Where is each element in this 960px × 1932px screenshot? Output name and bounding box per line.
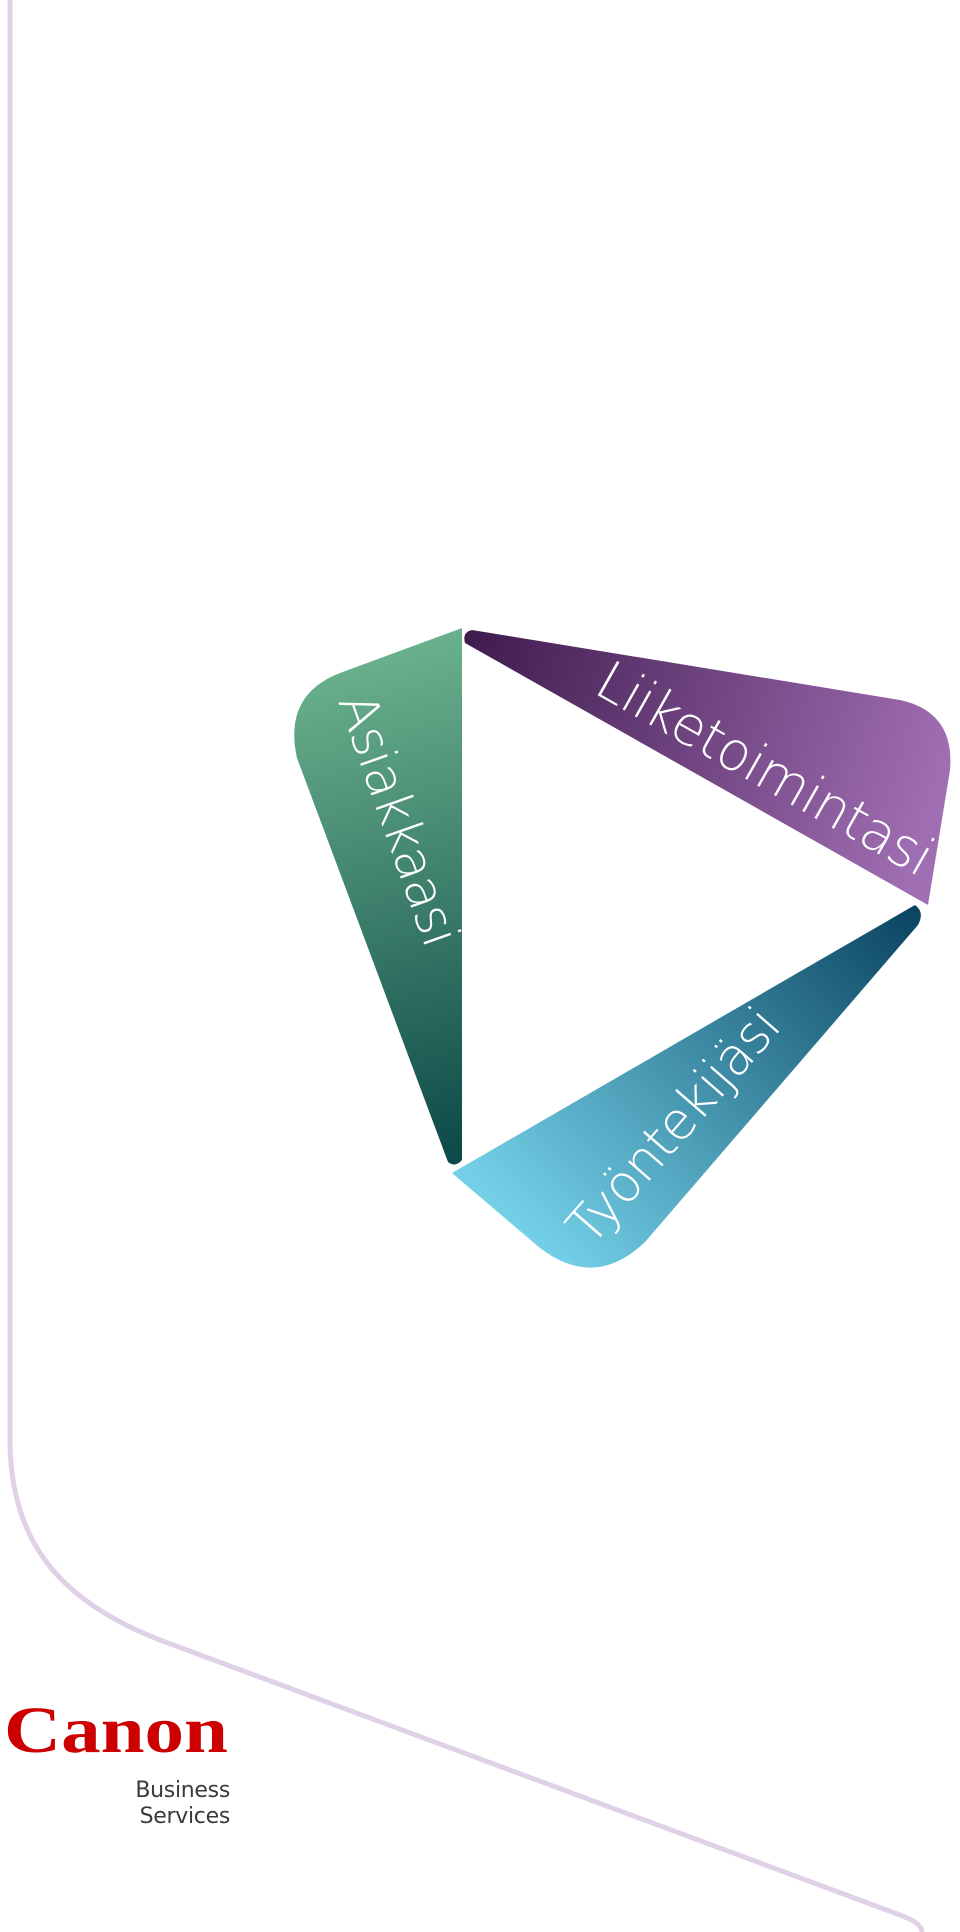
triangle-diagram: Liiketoimintasi Asiakkaasi Työntekijäsi	[294, 628, 951, 1268]
canon-wordmark: Canon	[4, 1700, 228, 1760]
canon-wordmark-text: Canon	[4, 1700, 228, 1760]
canon-business-services-logo: Canon Business Services	[0, 1700, 230, 1830]
segment-asiakkaasi	[294, 628, 462, 1165]
logo-line-business: Business	[135, 1778, 230, 1803]
logo-line-services: Services	[139, 1804, 231, 1829]
page-border-line	[7, 0, 925, 1932]
segment-tyontekijasi	[452, 905, 921, 1268]
segment-liiketoimintasi	[464, 630, 951, 905]
